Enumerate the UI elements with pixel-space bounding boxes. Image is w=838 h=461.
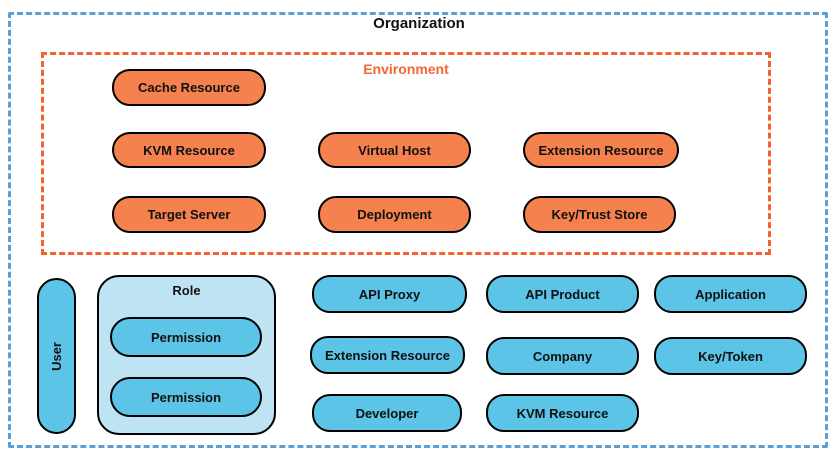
org-node-extension-resource: Extension Resource (310, 336, 465, 374)
org-node-developer: Developer (312, 394, 462, 432)
org-node-application: Application (654, 275, 807, 313)
org-node-api-proxy: API Proxy (312, 275, 467, 313)
organization-title: Organization (373, 15, 465, 32)
user-node-label: User (49, 341, 64, 371)
org-node-kvm-resource: KVM Resource (486, 394, 639, 432)
env-node-key-trust-store: Key/Trust Store (523, 196, 676, 233)
org-node-company: Company (486, 337, 639, 375)
environment-boundary (41, 52, 771, 255)
env-node-virtual-host: Virtual Host (318, 132, 471, 168)
env-node-target-server: Target Server (112, 196, 266, 233)
role-title: Role (172, 283, 201, 298)
environment-title: Environment (363, 61, 449, 77)
permission-node: Permission (110, 377, 262, 417)
permission-node: Permission (110, 317, 262, 357)
org-node-api-product: API Product (486, 275, 639, 313)
env-node-kvm-resource: KVM Resource (112, 132, 266, 168)
env-node-cache-resource: Cache Resource (112, 69, 266, 106)
organization-boundary (8, 12, 828, 448)
env-node-extension-resource: Extension Resource (523, 132, 679, 168)
env-node-deployment: Deployment (318, 196, 471, 233)
user-node: User (37, 278, 76, 434)
org-node-key-token: Key/Token (654, 337, 807, 375)
